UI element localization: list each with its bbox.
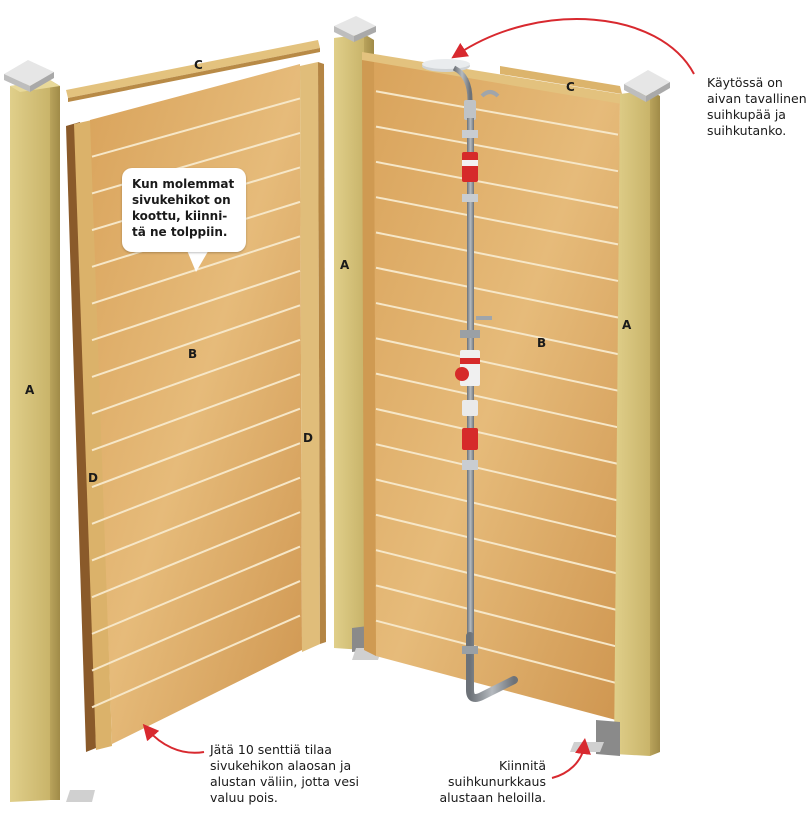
bubble-line-2: sivukehikot on: [132, 193, 231, 207]
panel-left-slat-seam: [91, 545, 301, 635]
label-batten-right: D: [303, 431, 313, 445]
fastening-note-line-2: suihkunurkkaus: [448, 774, 546, 789]
panel-right-slat-seam: [375, 266, 619, 319]
panel-right-slat-seam: [375, 584, 619, 648]
cap-middle: [334, 16, 376, 42]
panel-right-slat-seam: [375, 513, 619, 575]
panel-right-slat-seam: [375, 407, 619, 465]
fastening-note-line-3: alustaan heloilla.: [439, 790, 546, 805]
fastening-note-line-1: Kiinnitä: [498, 758, 546, 773]
panel-right: [362, 54, 620, 720]
panel-right-slat-seam: [375, 372, 619, 429]
panel-right-slat-seam: [375, 196, 619, 246]
panel-left-slat-seam: [91, 442, 301, 525]
cap-left: [4, 60, 54, 92]
post-left: [10, 80, 95, 802]
bubble-line-3: koottu, kiinni-: [132, 209, 228, 223]
label-post-left: A: [25, 383, 35, 397]
gap-note-line-1: Jätä 10 senttiä tilaa: [210, 742, 332, 757]
shower-riser-pipe: [455, 100, 518, 702]
panel-left-slat-seam: [91, 338, 301, 415]
panel-right-slat-seam: [375, 302, 619, 356]
assembly-tip-text: Kun molemmat sivukehikot on koottu, kiin…: [132, 176, 236, 240]
gap-note-line-2: sivukehikon alaosan ja: [210, 758, 352, 773]
label-post-middle: A: [340, 258, 350, 272]
cap-right: [624, 70, 670, 102]
shower-note-line-1: Käytössä on: [707, 75, 783, 90]
panel-right-slat-seam: [375, 90, 619, 136]
shower-note-line-4: suihkutanko.: [707, 123, 787, 138]
panel-left-slat-seam: [91, 269, 301, 342]
gap-note-line-3: alustan väliin, jotta vesi: [210, 774, 359, 789]
assembly-tip-bubble: Kun molemmat sivukehikot on koottu, kiin…: [122, 168, 246, 252]
label-batten-left: D: [88, 471, 98, 485]
shower-head-note: Käytössä on aivan tavallinen suihkupää j…: [707, 75, 807, 139]
label-panel-left: B: [188, 347, 198, 361]
bubble-tail: [186, 248, 210, 272]
shower-note-line-2: aivan tavallinen: [707, 91, 807, 106]
panel-right-slat-seam: [375, 549, 619, 612]
panel-right-slat-seam: [375, 231, 619, 282]
panel-right-slat-seam: [375, 619, 619, 685]
panel-right-slat-seam: [375, 478, 619, 539]
arrow-gap: [142, 723, 205, 754]
gap-note-line-4: valuu pois.: [210, 790, 278, 805]
panel-right-slat-seam: [375, 160, 619, 209]
panel-right-slat-seam: [375, 443, 619, 502]
bubble-line-1: Kun molemmat: [132, 177, 235, 191]
panel-left: [66, 62, 326, 752]
panel-right-slat-seam: [375, 337, 619, 392]
panel-left-slat-seam: [91, 511, 301, 599]
panel-left-slat-seam: [91, 476, 301, 562]
panel-left-slat-seam: [91, 580, 301, 672]
label-top-board-left: C: [194, 58, 203, 72]
panel-left-slat-seam: [91, 304, 301, 378]
shower-note-line-3: suihkupää ja: [707, 107, 786, 122]
post-right: [570, 90, 660, 756]
panel-left-slat-seam: [91, 407, 301, 488]
arrow-fastening: [551, 738, 591, 779]
top-board-left: [66, 40, 320, 102]
panel-left-slat-seam: [91, 614, 301, 709]
panel-left-slat-seam: [91, 97, 301, 158]
fastening-note: Kiinnitä suihkunurkkaus alustaan heloill…: [434, 758, 546, 806]
gap-note: Jätä 10 senttiä tilaa sivukehikon alaosa…: [210, 742, 359, 806]
bubble-line-4: tä ne tolppiin.: [132, 225, 228, 239]
shower-head: [422, 59, 500, 101]
label-top-board-right: C: [566, 80, 575, 94]
label-post-right: A: [622, 318, 632, 332]
label-panel-right: B: [537, 336, 547, 350]
panel-right-slat-seam: [375, 125, 619, 173]
arrow-shower-head: [451, 18, 695, 75]
panel-left-slat-seam: [91, 373, 301, 452]
